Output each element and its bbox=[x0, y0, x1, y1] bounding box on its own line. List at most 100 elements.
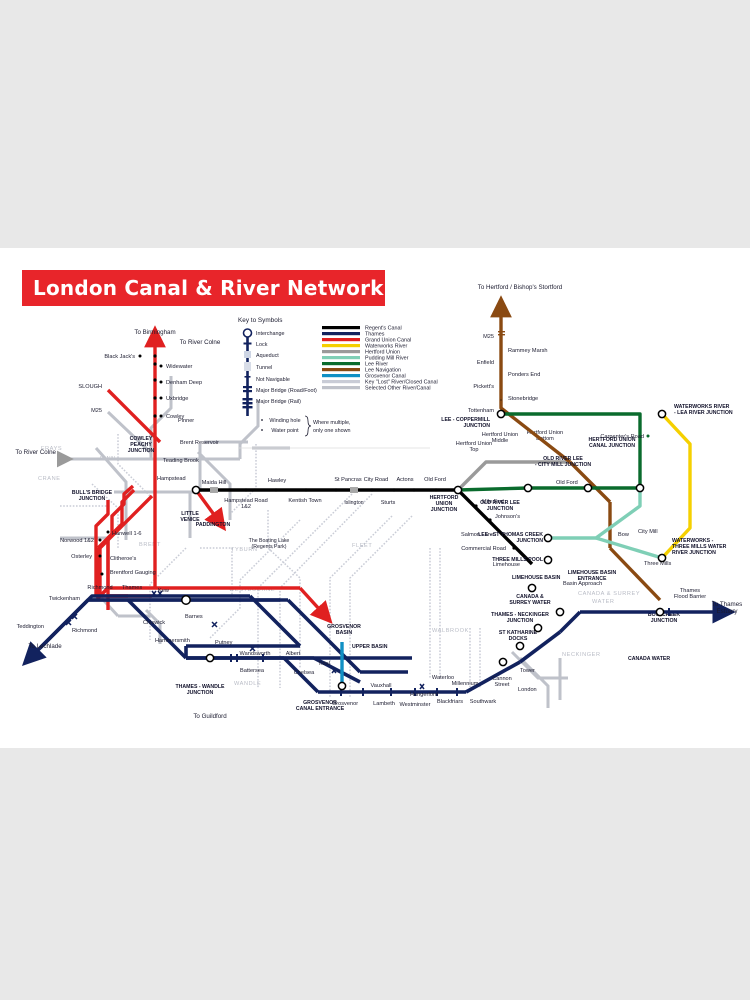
ww-lea-junction-label-1: WATERWORKS RIVER bbox=[674, 404, 730, 410]
east-junction-labels: WATERWORKS RIVER - LEA RIVER JUNCTION WA… bbox=[478, 404, 733, 624]
interchange-bow-creek-junction[interactable] bbox=[655, 607, 665, 617]
thames-neckinger-junction-label-2: JUNCTION bbox=[507, 618, 534, 624]
lost-river-westbourne: WESTBOURNE bbox=[229, 587, 275, 593]
interchange-old-river-lee-junction[interactable] bbox=[523, 483, 533, 493]
interchange-lee-st-thomas-creek[interactable] bbox=[543, 533, 553, 543]
interchange-limehouse-basin[interactable] bbox=[527, 583, 537, 593]
gu-uxbridge: Uxbridge bbox=[166, 396, 188, 402]
key-line-other-river: Selected Other River/Canal bbox=[365, 386, 431, 392]
hertford-union-line bbox=[456, 460, 570, 492]
swatch-pudding-mill-river bbox=[322, 356, 360, 360]
hertford-union-labels: Hertford Union Top Hertford Union Middle… bbox=[430, 430, 636, 513]
swatch-grosvenor-canal bbox=[322, 374, 360, 378]
hu-bottom-1: Hertford Union bbox=[527, 430, 563, 436]
lost-river-neckinger: NECKINGER bbox=[562, 652, 601, 658]
lr-carpenters-road: Carpenter's Road bbox=[600, 434, 644, 440]
swatch-hertford-union bbox=[322, 350, 360, 354]
canada-surrey-water-label-2: SURREY WATER bbox=[509, 600, 551, 606]
key-marks-note-2: only one shown bbox=[313, 428, 350, 434]
interchange-thames-neckinger-junction[interactable] bbox=[515, 641, 525, 651]
key-line-pudding-mill: Pudding Mill River bbox=[365, 356, 409, 362]
little-venice-label-2: VENICE bbox=[180, 517, 200, 523]
paddington-arm: LITTLE VENICE PADDINGTON bbox=[180, 488, 230, 532]
limehouse-basin-label: LIMEHOUSE BASIN bbox=[512, 575, 561, 581]
key-mark-water-point: Water point bbox=[271, 428, 299, 434]
th-millennium: Millennium bbox=[452, 681, 479, 687]
canal-network-map: FRAYS PINN CRANE BRENT TYBURN FLEET WEST… bbox=[15, 284, 743, 720]
thames-wandle-junction-label-2: JUNCTION bbox=[187, 690, 214, 696]
th-southwark: Southwark bbox=[470, 699, 497, 705]
canada-surrey-water-ghost-1: CANADA & SURREY bbox=[578, 591, 640, 597]
hu-middle-2: Middle bbox=[492, 438, 508, 444]
interchange-waterworks-three-mills[interactable] bbox=[657, 553, 667, 563]
dest-to-thames-estuary-2: Estuary bbox=[717, 608, 739, 615]
lee-coppermill-junction-label-1: LEE - COPPERMILL bbox=[441, 417, 491, 423]
interchange-three-mills-pool[interactable] bbox=[543, 555, 553, 565]
key-line-waterworks-river: Waterworks River bbox=[365, 344, 408, 350]
gu-widewater: Widewater bbox=[166, 364, 193, 370]
interchange-old-river-lee-city-mill[interactable] bbox=[635, 483, 645, 493]
th-chiswick: Chiswick bbox=[143, 620, 165, 626]
ln-m25: M25 bbox=[483, 334, 494, 340]
lee-river-marks bbox=[646, 434, 650, 438]
tunnel-icon bbox=[244, 362, 251, 371]
page-title: London Canal & River Network bbox=[33, 276, 384, 300]
interchange-canada-surrey-water[interactable] bbox=[533, 623, 543, 633]
winding-hole-icon bbox=[261, 419, 263, 421]
hu-top-1: Hertford Union bbox=[456, 441, 492, 447]
key-line-lee-river: Lee River bbox=[365, 362, 388, 368]
rc-salmon-lane: Salmon Lane bbox=[461, 532, 494, 538]
grand-union-junction-labels: COWLEY PEACHY JUNCTION BULL'S BRIDGE JUN… bbox=[72, 436, 155, 502]
th-hungerford: Hungerford bbox=[410, 692, 438, 698]
lee-nav-labels: To Hertford / Bishop's Stortford M25 Ram… bbox=[441, 284, 671, 567]
key-sym-lock: Lock bbox=[256, 342, 268, 348]
dest-to-thames-estuary-1: To Thames bbox=[712, 601, 743, 608]
pudding-mill-river-line bbox=[548, 488, 663, 560]
interchange-hertford-union-junction[interactable] bbox=[453, 485, 463, 495]
cowley-peachy-junction-label-1: COWLEY bbox=[130, 436, 153, 442]
th-lambeth: Lambeth bbox=[373, 701, 395, 707]
lost-river-walbrook: WALBROOK bbox=[432, 628, 469, 634]
grosvenor-basin-label-1: GROSVENOR bbox=[327, 624, 361, 630]
interchange-lee-coppermill-junction[interactable] bbox=[496, 409, 506, 419]
interchange-waterworks-lea-river[interactable] bbox=[657, 409, 667, 419]
lost-river-labels: FRAYS PINN CRANE BRENT TYBURN FLEET WEST… bbox=[38, 446, 640, 687]
interchange-thames-wandle-junction[interactable] bbox=[205, 653, 215, 663]
rc-islington: Islington bbox=[344, 500, 363, 506]
interchange-icon bbox=[242, 328, 253, 338]
key-line-hertford-union: Hertford Union bbox=[365, 350, 400, 356]
thames-neckinger-junction-label-1: THAMES - NECKINGER bbox=[491, 612, 549, 618]
swatch-lost-river bbox=[322, 380, 360, 384]
grosvenor-canal-entrance-label-2: CANAL ENTRANCE bbox=[296, 706, 345, 712]
rc-maida-hill: Maida Hill bbox=[202, 480, 227, 486]
th-teddington: Teddington bbox=[17, 624, 44, 630]
old-river-lee-junction-label-1: OLD RIVER LEE bbox=[480, 500, 520, 506]
th-twickenham: Twickenham bbox=[49, 596, 80, 602]
interchange-st-katharine-docks[interactable] bbox=[498, 657, 508, 667]
rc-st-pancras: St Pancras bbox=[334, 477, 362, 483]
rc-kentish-town: Kentish Town bbox=[288, 498, 321, 504]
limehouse-basin-entrance-label-1: LIMEHOUSE BASIN bbox=[568, 570, 617, 576]
hu-middle-1: Hertford Union bbox=[482, 432, 518, 438]
key-heading: Key to Symbols bbox=[238, 317, 282, 324]
interchange-little-venice[interactable] bbox=[191, 485, 201, 495]
th-chelsea: Chelsea bbox=[294, 670, 315, 676]
canada-surrey-water-label-1: CANADA & bbox=[516, 594, 544, 600]
three-mills-pool-label: THREE MILLS POOL bbox=[492, 557, 544, 563]
rc-hawley: Hawley bbox=[268, 478, 287, 484]
interchange-thames-brentford[interactable] bbox=[181, 595, 191, 605]
rc-hampstead-road-2: 1&2 bbox=[241, 504, 251, 510]
key-line-thames: Thames bbox=[365, 332, 385, 338]
interchange-grosvenor-canal-entrance[interactable] bbox=[337, 681, 347, 691]
water-point-icon bbox=[261, 429, 263, 431]
swatch-lee-navigation bbox=[322, 368, 360, 372]
dest-to-birmingham: To Birmingham bbox=[134, 329, 175, 336]
th-tidal: Tidal bbox=[318, 661, 330, 667]
pudding-mill-labels: City Mill bbox=[638, 529, 658, 535]
interchange-hu-canal-junction[interactable] bbox=[583, 483, 593, 493]
rc-johnsons: Johnson's bbox=[495, 514, 520, 520]
interchange-limehouse-basin-entrance[interactable] bbox=[555, 607, 565, 617]
gu-cowley: Cowley bbox=[166, 414, 185, 420]
ln-ponders-end: Ponders End bbox=[508, 372, 540, 378]
gu-osterley: Osterley bbox=[71, 554, 92, 560]
